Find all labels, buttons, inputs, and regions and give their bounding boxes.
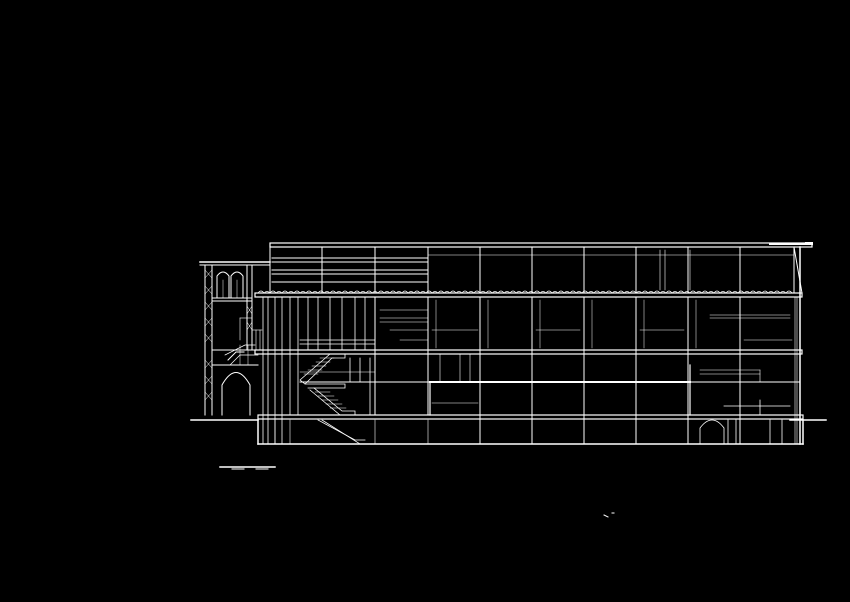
annex-lattice	[204, 269, 253, 401]
roof-garden-storey	[257, 246, 803, 294]
arched-annex	[199, 261, 271, 416]
structural-grid	[374, 246, 801, 445]
stair-core	[262, 296, 376, 445]
basement-arch	[699, 399, 791, 445]
basement-level	[274, 419, 429, 445]
floor-slabs	[254, 242, 813, 445]
scale-bar	[219, 466, 276, 470]
stray-mark	[603, 512, 615, 518]
